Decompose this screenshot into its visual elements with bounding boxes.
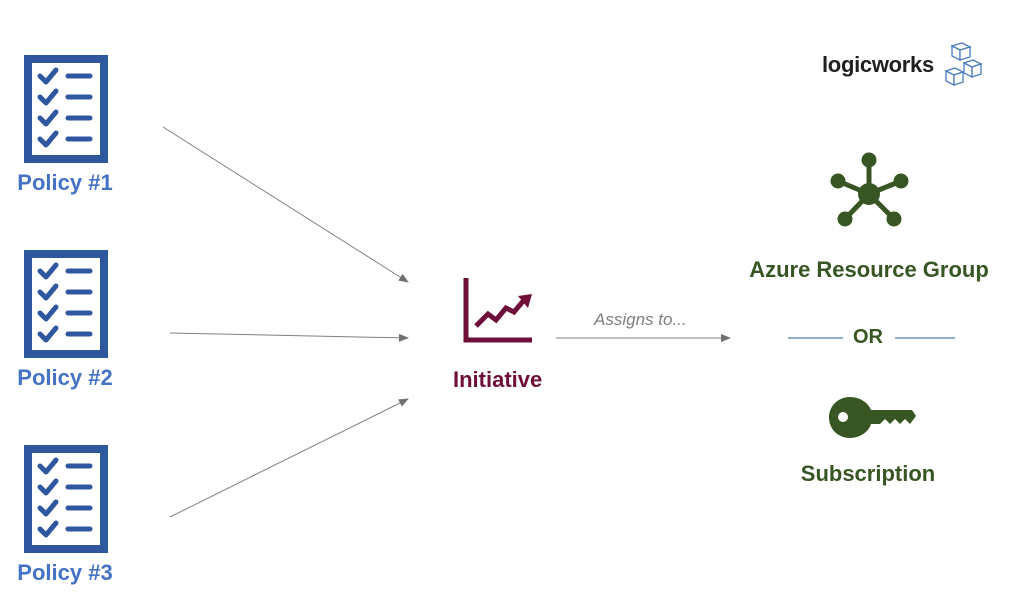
arrow-policy-3-to-initiative: [169, 398, 409, 518]
policy-1-label: Policy #1: [17, 170, 113, 195]
trend-chart-icon: [463, 278, 532, 343]
azure-resource-group-label: Azure Resource Group: [749, 257, 989, 282]
arrow-policy-2-to-initiative: [169, 332, 409, 342]
assigns-to-label: Assigns to...: [594, 310, 687, 329]
logo-text: logicworks: [822, 52, 934, 77]
cubes-logo-icon: [944, 42, 983, 87]
policy-checklist-icon: [24, 55, 108, 163]
or-label: OR: [853, 326, 883, 348]
key-icon: [829, 397, 916, 438]
arrow-policy-1-to-initiative: [162, 126, 409, 283]
logicworks-logo: logicworks: [822, 52, 934, 78]
policy-checklist-icon: [24, 445, 108, 553]
policy-2-label: Policy #2: [17, 365, 113, 390]
initiative-label: Initiative: [453, 367, 543, 392]
policy-3-label: Policy #3: [17, 560, 113, 585]
policy-checklist-icon: [24, 250, 108, 358]
subscription-label: Subscription: [800, 461, 936, 486]
resource-group-network-icon: [830, 152, 909, 227]
